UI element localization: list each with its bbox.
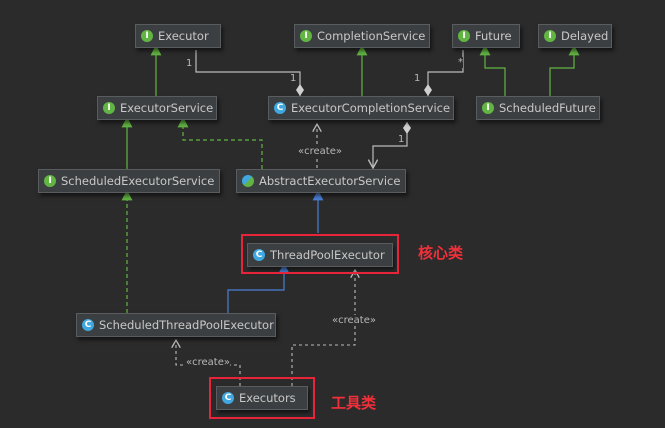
edge-aes-executorservice: [177, 116, 263, 169]
multiplicity-label: 1: [398, 134, 405, 145]
node-label: CompletionService: [317, 29, 426, 43]
node-label: AbstractExecutorService: [259, 174, 401, 188]
node-label: ExecutorService: [120, 101, 214, 115]
node-executor[interactable]: I Executor: [135, 24, 221, 48]
node-scheduled-executor-service[interactable]: I ScheduledExecutorService: [38, 169, 220, 193]
node-thread-pool-executor[interactable]: C ThreadPoolExecutor: [247, 243, 393, 267]
interface-icon: I: [482, 102, 494, 114]
class-icon: C: [253, 249, 265, 261]
class-icon: C: [222, 392, 234, 404]
node-label: ScheduledThreadPoolExecutor: [99, 318, 274, 332]
node-label: Executor: [158, 29, 209, 43]
edge-ecs-executor: [195, 50, 301, 96]
interface-icon: I: [300, 30, 312, 42]
interface-icon: I: [141, 30, 153, 42]
node-label: Delayed: [561, 29, 609, 43]
edge-executors-tpe-create: [291, 270, 355, 386]
multiplicity-label: *: [458, 57, 463, 68]
node-scheduled-future[interactable]: I ScheduledFuture: [476, 96, 600, 120]
node-delayed[interactable]: I Delayed: [538, 24, 612, 48]
create-label: «create»: [298, 146, 342, 157]
multiplicity-label: 1: [186, 58, 193, 69]
core-class-annotation: 核心类: [418, 244, 464, 262]
node-executor-completion-service[interactable]: C ExecutorCompletionService: [268, 96, 454, 120]
diamond-ecs-executor: [296, 84, 304, 96]
edge-ecs-aes: [373, 122, 408, 168]
interface-icon: I: [458, 30, 470, 42]
abstract-class-icon: [242, 175, 254, 187]
interface-icon: I: [44, 175, 56, 187]
edge-stpe-tpe: [227, 262, 290, 313]
edge-scheduledfuture-future: [479, 44, 506, 96]
node-label: Executors: [239, 391, 296, 405]
node-completion-service[interactable]: I CompletionService: [294, 24, 430, 48]
node-scheduled-thread-pool-executor[interactable]: C ScheduledThreadPoolExecutor: [76, 313, 276, 337]
edge-scheduledfuture-delayed: [549, 44, 580, 96]
node-label: ThreadPoolExecutor: [270, 248, 385, 262]
node-future[interactable]: I Future: [452, 24, 520, 48]
class-icon: C: [82, 319, 94, 331]
node-executor-service[interactable]: I ExecutorService: [97, 96, 217, 120]
multiplicity-label: 1: [290, 73, 297, 84]
utility-class-annotation: 工具类: [331, 394, 377, 412]
diamond-ecs-aes: [403, 122, 411, 134]
node-label: ScheduledExecutorService: [61, 174, 215, 188]
create-label: «create»: [186, 357, 230, 368]
node-label: ExecutorCompletionService: [291, 101, 451, 115]
interface-icon: I: [103, 102, 115, 114]
diamond-ecs-future: [424, 84, 432, 96]
node-label: ScheduledFuture: [499, 101, 596, 115]
node-label: Future: [475, 29, 512, 43]
edge-executors-stpe-create: [176, 340, 241, 386]
node-abstract-executor-service[interactable]: AbstractExecutorService: [236, 169, 406, 193]
multiplicity-label: 1: [414, 73, 421, 84]
interface-icon: I: [544, 30, 556, 42]
core-class-highlight: [241, 234, 399, 274]
utility-class-highlight: [209, 377, 315, 419]
node-executors[interactable]: C Executors: [216, 386, 308, 410]
create-label: «create»: [332, 315, 376, 326]
class-icon: C: [274, 102, 286, 114]
